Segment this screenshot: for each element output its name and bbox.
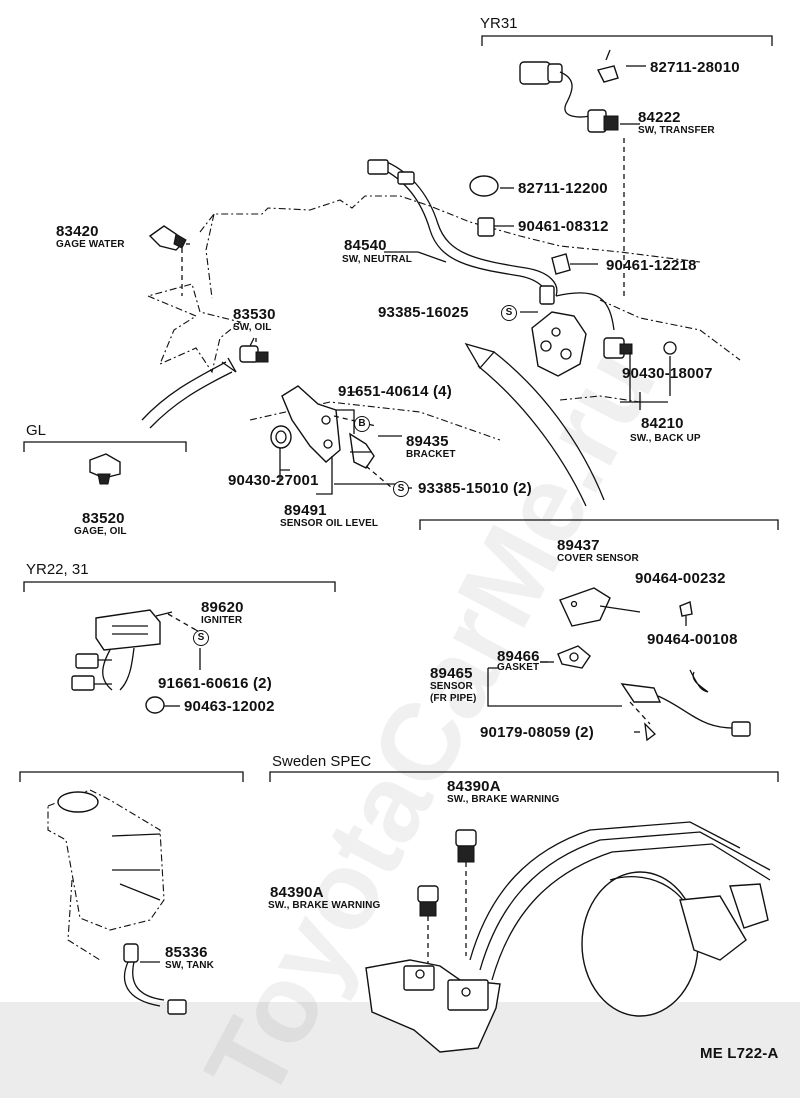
section-title-yr22-31: YR22, 31 <box>26 561 89 578</box>
part-label-90464-00232[interactable]: 90464-00232 <box>635 570 726 587</box>
part-label-89491[interactable]: 89491 <box>284 502 327 519</box>
part-label-90430-27001[interactable]: 90430-27001 <box>228 472 319 489</box>
part-label-84210[interactable]: 84210 <box>641 415 684 432</box>
part-desc-83420: GAGE WATER <box>56 239 125 250</box>
part-desc-89465-pipe: (FR PIPE) <box>430 693 477 704</box>
part-desc-84390a-top: SW., BRAKE WARNING <box>447 794 560 805</box>
part-label-91661-60616[interactable]: 91661-60616 (2) <box>158 675 272 692</box>
part-desc-85336: SW, TANK <box>165 960 214 971</box>
flow-arrows <box>141 342 605 507</box>
part-label-91651-40614[interactable]: 91651-40614 (4) <box>338 383 452 400</box>
neutral-switch-wiring <box>367 159 598 301</box>
part-label-89435[interactable]: 89435 <box>406 433 449 450</box>
part-label-90179-08059[interactable]: 90179-08059 (2) <box>480 724 594 741</box>
part-desc-84390a-left: SW., BRAKE WARNING <box>268 900 381 911</box>
part-label-84390a-left[interactable]: 84390A <box>270 884 324 901</box>
part-label-84222[interactable]: 84222 <box>638 109 681 126</box>
engine-outline <box>199 195 741 441</box>
part-label-85336[interactable]: 85336 <box>165 944 208 961</box>
part-desc-83530: SW, OIL <box>233 322 272 333</box>
fan-outline <box>146 283 242 374</box>
transfer-switch-assembly <box>519 49 640 300</box>
part-label-83530[interactable]: 83530 <box>233 306 276 323</box>
brake-master-cylinder <box>365 821 771 1053</box>
diagram-code: ME L722-A <box>700 1045 779 1062</box>
part-label-89465[interactable]: 89465 <box>430 665 473 682</box>
symbol-s-mark: S <box>393 481 409 497</box>
part-desc-89466: GASKET <box>497 662 540 673</box>
part-label-90461-12218[interactable]: 90461-12218 <box>606 257 697 274</box>
oil-switch-part <box>239 337 269 363</box>
part-label-82711-12200[interactable]: 82711-12200 <box>518 180 608 197</box>
section-title-sweden-spec: Sweden SPEC <box>272 753 372 770</box>
part-desc-89437: COVER SENSOR <box>557 553 639 564</box>
part-label-93385-16025[interactable]: 93385-16025 <box>378 304 469 321</box>
transmission-switch-body <box>520 285 677 410</box>
part-desc-89620: IGNITER <box>201 615 243 626</box>
part-label-90464-00108[interactable]: 90464-00108 <box>647 631 738 648</box>
part-label-89466[interactable]: 89466 <box>497 648 540 665</box>
part-desc-89435: BRACKET <box>406 449 456 460</box>
symbol-s-mark: S <box>193 630 209 646</box>
water-gage-part <box>148 225 187 296</box>
part-desc-84222: SW, TRANSFER <box>638 125 715 136</box>
part-label-90461-08312[interactable]: 90461-08312 <box>518 218 609 235</box>
section-brackets <box>19 35 779 782</box>
part-label-83420[interactable]: 83420 <box>56 223 99 240</box>
part-desc-83520: GAGE, OIL <box>74 526 127 537</box>
symbol-s-mark: S <box>501 305 517 321</box>
tank-outline <box>47 789 165 961</box>
part-desc-89465-sensor: SENSOR <box>430 681 473 692</box>
part-desc-84210: SW., BACK UP <box>630 433 701 444</box>
part-label-90463-12002[interactable]: 90463-12002 <box>184 698 275 715</box>
brake-warning-switches <box>417 829 477 964</box>
part-label-84390a-top[interactable]: 84390A <box>447 778 501 795</box>
exhaust-sensor-assembly <box>487 587 751 742</box>
section-title-yr31: YR31 <box>480 15 518 32</box>
section-title-gl: GL <box>26 422 47 439</box>
part-label-83520[interactable]: 83520 <box>82 510 125 527</box>
part-label-82711-28010[interactable]: 82711-28010 <box>650 59 740 76</box>
part-desc-84540: SW, NEUTRAL <box>342 254 412 265</box>
oil-gage-part <box>89 453 121 485</box>
part-label-89620[interactable]: 89620 <box>201 599 244 616</box>
part-label-89437[interactable]: 89437 <box>557 537 600 554</box>
part-desc-89491: SENSOR OIL LEVEL <box>280 518 379 529</box>
part-label-84540[interactable]: 84540 <box>344 237 387 254</box>
igniter-assembly <box>71 609 201 714</box>
part-label-90430-18007[interactable]: 90430-18007 <box>622 365 713 382</box>
tank-switch-part <box>123 943 187 1015</box>
symbol-b-mark: B <box>354 416 370 432</box>
part-label-93385-15010[interactable]: 93385-15010 (2) <box>418 480 532 497</box>
